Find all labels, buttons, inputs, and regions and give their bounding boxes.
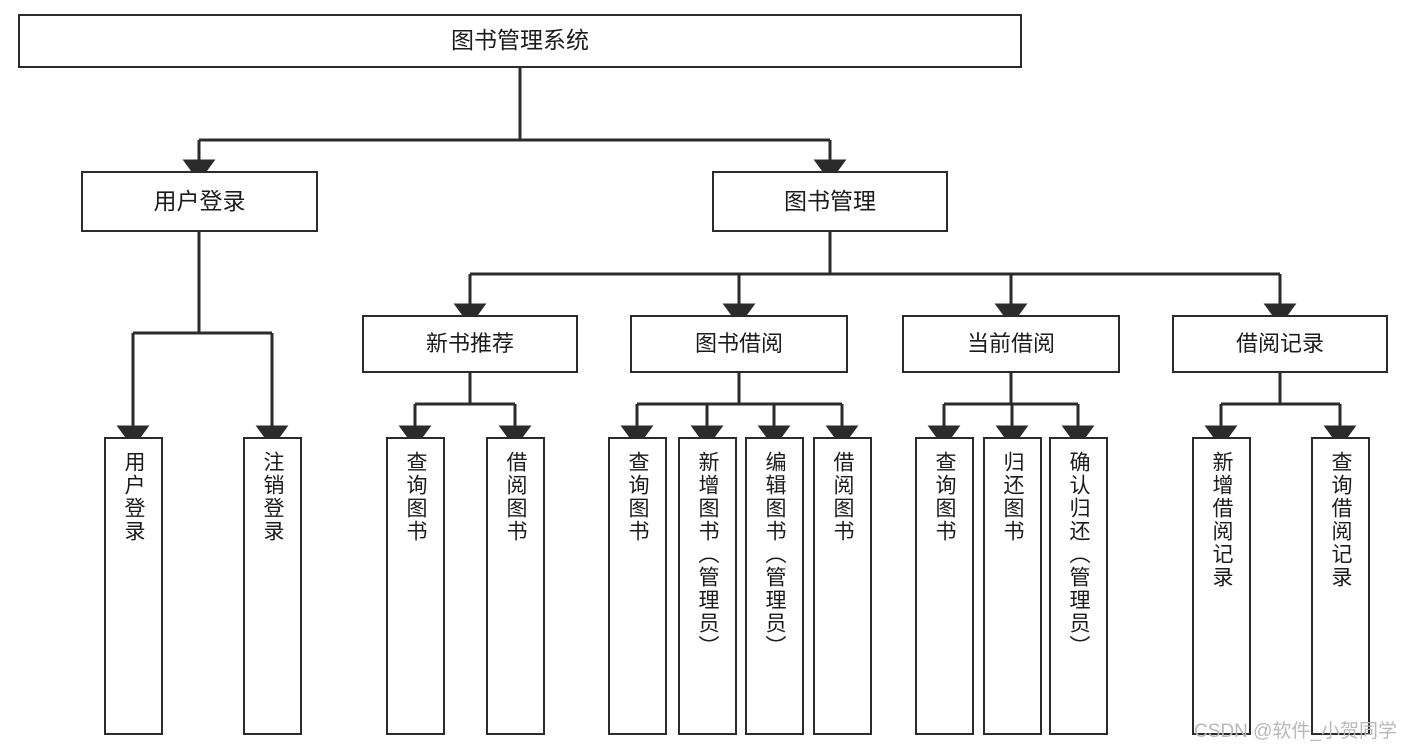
node-leaf-confirm-return-admin[interactable]: 确认归还（管理员） (1049, 437, 1108, 735)
node-leaf-query-book-rec[interactable]: 查询图书 (386, 437, 445, 735)
node-leaf-edit-book-admin[interactable]: 编辑图书（管理员） (745, 437, 804, 735)
node-leaf-return-book[interactable]: 归还图书 (983, 437, 1042, 735)
csdn-watermark: CSDN @软件_小贺同学 (1194, 721, 1397, 742)
node-label: 查询图书 (404, 451, 427, 543)
node-book-management[interactable]: 图书管理 (712, 171, 948, 232)
node-user-login[interactable]: 用户登录 (81, 171, 318, 232)
node-label: 新书推荐 (425, 330, 514, 356)
node-label: 用户登录 (153, 187, 246, 214)
node-current-borrow[interactable]: 当前借阅 (902, 315, 1120, 373)
node-label: 借阅图书 (504, 451, 527, 543)
node-book-management-system[interactable]: 图书管理系统 (18, 14, 1022, 68)
node-label: 查询借阅记录 (1329, 451, 1352, 589)
node-label: 当前借阅 (966, 330, 1055, 356)
node-label: 注销登录 (261, 451, 284, 543)
node-label: 借阅记录 (1235, 330, 1324, 356)
node-leaf-add-book-admin[interactable]: 新增图书（管理员） (678, 437, 737, 735)
node-label: 图书管理系统 (451, 27, 589, 54)
node-label: 查询图书 (933, 451, 956, 543)
node-label: 新增图书（管理员） (696, 451, 719, 658)
node-leaf-borrow-book[interactable]: 借阅图书 (813, 437, 872, 735)
node-label: 编辑图书（管理员） (763, 451, 786, 658)
node-leaf-query-book-borrow[interactable]: 查询图书 (608, 437, 667, 735)
node-label: 查询图书 (626, 451, 649, 543)
node-leaf-query-book-current[interactable]: 查询图书 (915, 437, 974, 735)
node-label: 图书借阅 (694, 330, 783, 356)
node-label: 用户登录 (122, 451, 145, 543)
node-label: 确认归还（管理员） (1067, 451, 1090, 658)
node-new-book-recommend[interactable]: 新书推荐 (362, 315, 578, 373)
node-book-borrow[interactable]: 图书借阅 (630, 315, 848, 373)
node-label: 借阅图书 (831, 451, 854, 543)
node-borrow-record[interactable]: 借阅记录 (1172, 315, 1388, 373)
node-leaf-user-logout[interactable]: 注销登录 (243, 437, 302, 735)
node-leaf-query-borrow-record[interactable]: 查询借阅记录 (1311, 437, 1370, 735)
node-leaf-borrow-book-rec[interactable]: 借阅图书 (486, 437, 545, 735)
node-label: 图书管理 (784, 187, 876, 214)
node-leaf-add-borrow-record[interactable]: 新增借阅记录 (1192, 437, 1251, 735)
node-label: 归还图书 (1001, 451, 1024, 543)
node-label: 新增借阅记录 (1210, 451, 1233, 589)
node-leaf-user-login[interactable]: 用户登录 (104, 437, 163, 735)
